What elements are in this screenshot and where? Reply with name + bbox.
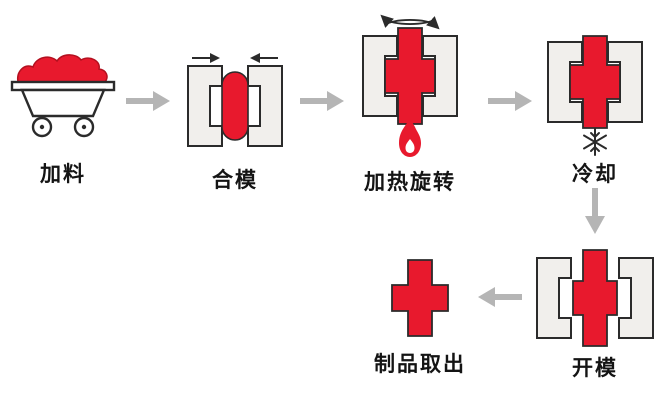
label-part-removal: 制品取出 <box>374 353 466 376</box>
step-heating-rotation <box>355 12 465 162</box>
cooled-mold-icon <box>547 35 643 156</box>
molded-part-icon <box>391 259 449 337</box>
charge-blob-icon <box>221 71 249 141</box>
flow-arrow-left-icon <box>478 287 522 307</box>
open-mold-icon <box>536 249 654 347</box>
wheel-hub <box>39 124 45 130</box>
label-feeding: 加料 <box>40 163 86 186</box>
flow-arrow-down-icon <box>585 188 605 234</box>
closed-mold-icon <box>187 53 283 147</box>
step-mold-opening <box>533 248 657 352</box>
finished-part-icon <box>391 259 449 337</box>
label-cooling: 冷却 <box>572 163 618 186</box>
step-mold-closing <box>180 50 290 168</box>
step-feeding <box>8 52 118 144</box>
molded-part-icon <box>569 35 621 129</box>
step-part-removal <box>385 258 455 338</box>
arrowhead-left <box>250 53 260 63</box>
molded-part-icon <box>384 27 436 125</box>
heated-mold-icon <box>362 14 458 157</box>
raw-material-icon <box>16 54 108 83</box>
arrowhead-right <box>210 53 220 63</box>
rotation-arrows-icon <box>380 14 440 30</box>
label-mold-opening: 开模 <box>572 357 618 380</box>
flow-arrow-right-icon <box>300 91 344 111</box>
label-heating-rotation: 加热旋转 <box>364 171 456 194</box>
mold-half-right <box>618 257 654 339</box>
mold-half-left <box>362 35 398 117</box>
mold-half-left <box>547 41 583 123</box>
cart-icon <box>10 54 116 138</box>
flow-arrow-right-icon <box>126 91 170 111</box>
mold-half-left <box>536 257 572 339</box>
label-mold-closing: 合模 <box>212 169 258 192</box>
flow-arrow-right-icon <box>488 91 532 111</box>
step-cooling <box>540 34 650 156</box>
mold-half-right <box>607 41 643 123</box>
mold-half-right <box>422 35 458 117</box>
flame-icon <box>399 118 421 157</box>
snowflake-icon <box>583 128 607 156</box>
wheel-hub <box>81 124 87 130</box>
cart-body <box>20 88 106 118</box>
molded-part-icon <box>572 249 618 347</box>
mold-half-left <box>187 65 223 147</box>
mold-half-right <box>247 65 283 147</box>
